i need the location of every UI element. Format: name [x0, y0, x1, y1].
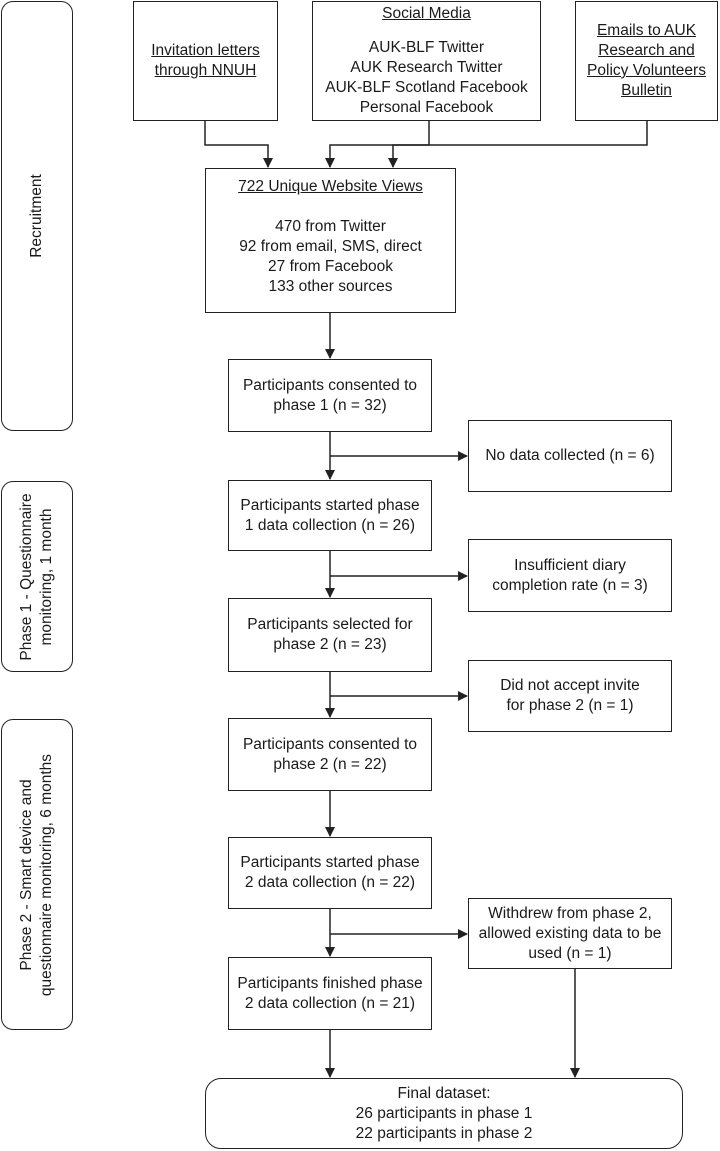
source-emails: Emails to AUK Research and Policy Volunt…	[575, 1, 718, 121]
step-consented-phase-2: Participants consented to phase 2 (n = 2…	[228, 718, 432, 791]
step-selected-phase-2: Participants selected for phase 2 (n = 2…	[228, 598, 432, 672]
arrow-invitation-to-website	[204, 121, 273, 168]
step-started-phase-2: Participants started phase 2 data collec…	[228, 837, 432, 909]
arrow-social-to-website	[325, 121, 430, 168]
source-invitation-letters: Invitation letters through NNUH	[133, 1, 278, 121]
exclusion-insufficient-diary: Insufficient diary completion rate (n = …	[468, 539, 672, 612]
exclusion-declined-invite: Did not accept invite for phase 2 (n = 1…	[468, 660, 672, 732]
source-social-media: Social Media AUK-BLF Twitter AUK Researc…	[312, 1, 541, 121]
website-views-box: 722 Unique Website Views 470 from Twitte…	[205, 168, 456, 313]
phase-recruitment-panel: Recruitment	[1, 1, 73, 431]
phase-recruitment-label: Recruitment	[28, 174, 45, 258]
exclusion-no-data: No data collected (n = 6)	[468, 420, 672, 492]
phase-1-panel: Phase 1 - Questionnaire monitoring, 1 mo…	[1, 481, 73, 672]
final-dataset-box: Final dataset: 26 participants in phase …	[205, 1078, 683, 1149]
exclusion-withdrew: Withdrew from phase 2, allowed existing …	[468, 898, 672, 969]
arrow-emails-to-website	[388, 121, 648, 168]
step-started-phase-1: Participants started phase 1 data collec…	[228, 480, 432, 551]
step-finished-phase-2: Participants finished phase 2 data colle…	[228, 957, 432, 1030]
step-consented-phase-1: Participants consented to phase 1 (n = 3…	[228, 359, 432, 432]
phase-2-label: Phase 2 - Smart device and questionnaire…	[18, 753, 55, 996]
phase-2-panel: Phase 2 - Smart device and questionnaire…	[1, 719, 73, 1030]
phase-1-label: Phase 1 - Questionnaire monitoring, 1 mo…	[18, 492, 55, 661]
